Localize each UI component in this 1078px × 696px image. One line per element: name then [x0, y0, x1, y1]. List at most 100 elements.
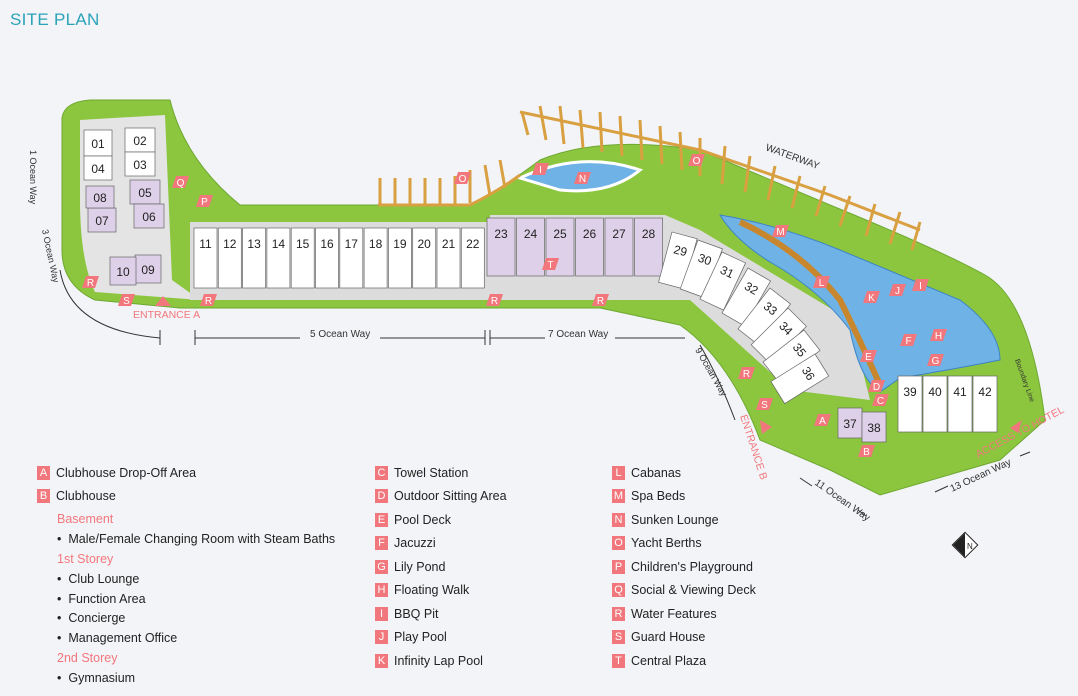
block-outline — [193, 227, 218, 289]
block-number: 30 — [696, 251, 714, 269]
marker-r: R — [592, 294, 609, 307]
block-outline — [947, 375, 973, 433]
bullet-text: Function Area — [68, 591, 146, 606]
legend-label: Towel Station — [394, 465, 469, 480]
block-number: 15 — [296, 237, 310, 251]
block-number: 40 — [928, 385, 942, 399]
entrance-b-arrow — [760, 420, 772, 434]
bullet-text: Male/Female Changing Room with Steam Bat… — [68, 531, 336, 546]
road-label-7: 7 Ocean Way — [548, 329, 608, 340]
marker-e: E — [860, 350, 877, 363]
legend-bullet: •Male/Female Changing Room with Steam Ba… — [57, 531, 336, 546]
block-09: 09 — [134, 254, 162, 284]
marker-j: J — [889, 284, 906, 297]
block-outline — [604, 217, 634, 277]
block-outline — [133, 203, 165, 229]
block-outline — [837, 407, 863, 439]
legend-badge: C — [375, 465, 388, 480]
marker-r: R — [738, 367, 755, 380]
bullet-text: Concierge — [68, 611, 126, 626]
legend-badge: B — [37, 489, 50, 504]
marker-r: R — [200, 294, 217, 307]
block-number: 20 — [418, 237, 432, 251]
marker-letter: B — [863, 447, 870, 458]
block-02: 02 — [124, 127, 156, 153]
block-number: 23 — [494, 227, 508, 241]
road-label-3: 3 Ocean Way — [40, 228, 61, 284]
road-lines — [59, 269, 1031, 517]
block-number: 16 — [320, 237, 334, 251]
marker-letter: R — [597, 296, 604, 307]
block-outline — [85, 185, 115, 209]
waterway-label: WATERWAY — [764, 142, 821, 172]
bullet-text: Management Office — [68, 630, 178, 645]
block-13: 13 — [242, 227, 266, 289]
block-outline — [634, 217, 663, 277]
legend-subheading-first-storey: 1st Storey — [57, 552, 114, 566]
block-40: 40 — [922, 375, 948, 433]
legend-item-j: J Play Pool — [375, 626, 507, 650]
legend-label: Play Pool — [394, 630, 447, 645]
legend-label: Pool Deck — [394, 512, 451, 527]
road-label-1: 1 Ocean Way — [28, 150, 38, 205]
block-outline — [861, 411, 887, 443]
marker-letter: E — [865, 352, 872, 363]
block-number: 14 — [272, 237, 286, 251]
block-41: 41 — [947, 375, 973, 433]
block-outline — [109, 256, 137, 286]
legend-badge: T — [612, 653, 625, 668]
legend-label: BBQ Pit — [394, 606, 439, 621]
block-39: 39 — [897, 375, 923, 433]
marker-letter: R — [87, 278, 94, 289]
block-number: 11 — [199, 237, 212, 251]
block-05: 05 — [129, 179, 161, 205]
legend-label: Lily Pond — [394, 559, 446, 574]
block-23: 23 — [486, 217, 516, 277]
legend-bullet: •Club Lounge — [57, 572, 140, 587]
block-outline — [699, 251, 747, 311]
marker-i: I — [532, 163, 549, 176]
marker-letter: O — [693, 156, 701, 167]
legend-bullet: •Concierge — [57, 611, 126, 626]
block-number: 32 — [742, 279, 761, 298]
legend-label: Outdoor Sitting Area — [394, 489, 507, 504]
marker-letter: K — [868, 293, 875, 304]
legend-bullet: •Gymnasium — [57, 671, 136, 686]
legend-badge: Q — [612, 583, 625, 598]
marker-s: S — [756, 398, 773, 411]
marker-letter: I — [539, 165, 542, 176]
block-07: 07 — [87, 207, 117, 233]
block-number: 39 — [903, 385, 917, 399]
marker-o: O — [454, 172, 471, 185]
block-01: 01 — [83, 129, 113, 157]
block-outline — [486, 217, 516, 277]
marker-l: L — [813, 276, 830, 289]
block-number: 02 — [133, 134, 147, 148]
marker-letter: Q — [177, 178, 185, 189]
legend-badge: J — [375, 630, 388, 645]
marker-p: P — [196, 195, 213, 208]
marker-a: A — [814, 414, 831, 427]
lagoon-pool — [719, 214, 1001, 393]
yacht-berths — [378, 105, 922, 251]
marker-letter: O — [459, 174, 467, 185]
legend-label: Water Features — [631, 606, 717, 621]
block-20: 20 — [412, 227, 437, 289]
marker-letter: T — [547, 260, 553, 271]
legend-badge: N — [612, 512, 625, 527]
block-31: 31 — [699, 251, 747, 311]
block-number: 05 — [138, 186, 152, 200]
legend-label: Clubhouse — [56, 489, 116, 504]
marker-letter: H — [935, 331, 942, 342]
road-label-5: 5 Ocean Way — [310, 329, 370, 340]
marker-k: K — [863, 291, 880, 304]
